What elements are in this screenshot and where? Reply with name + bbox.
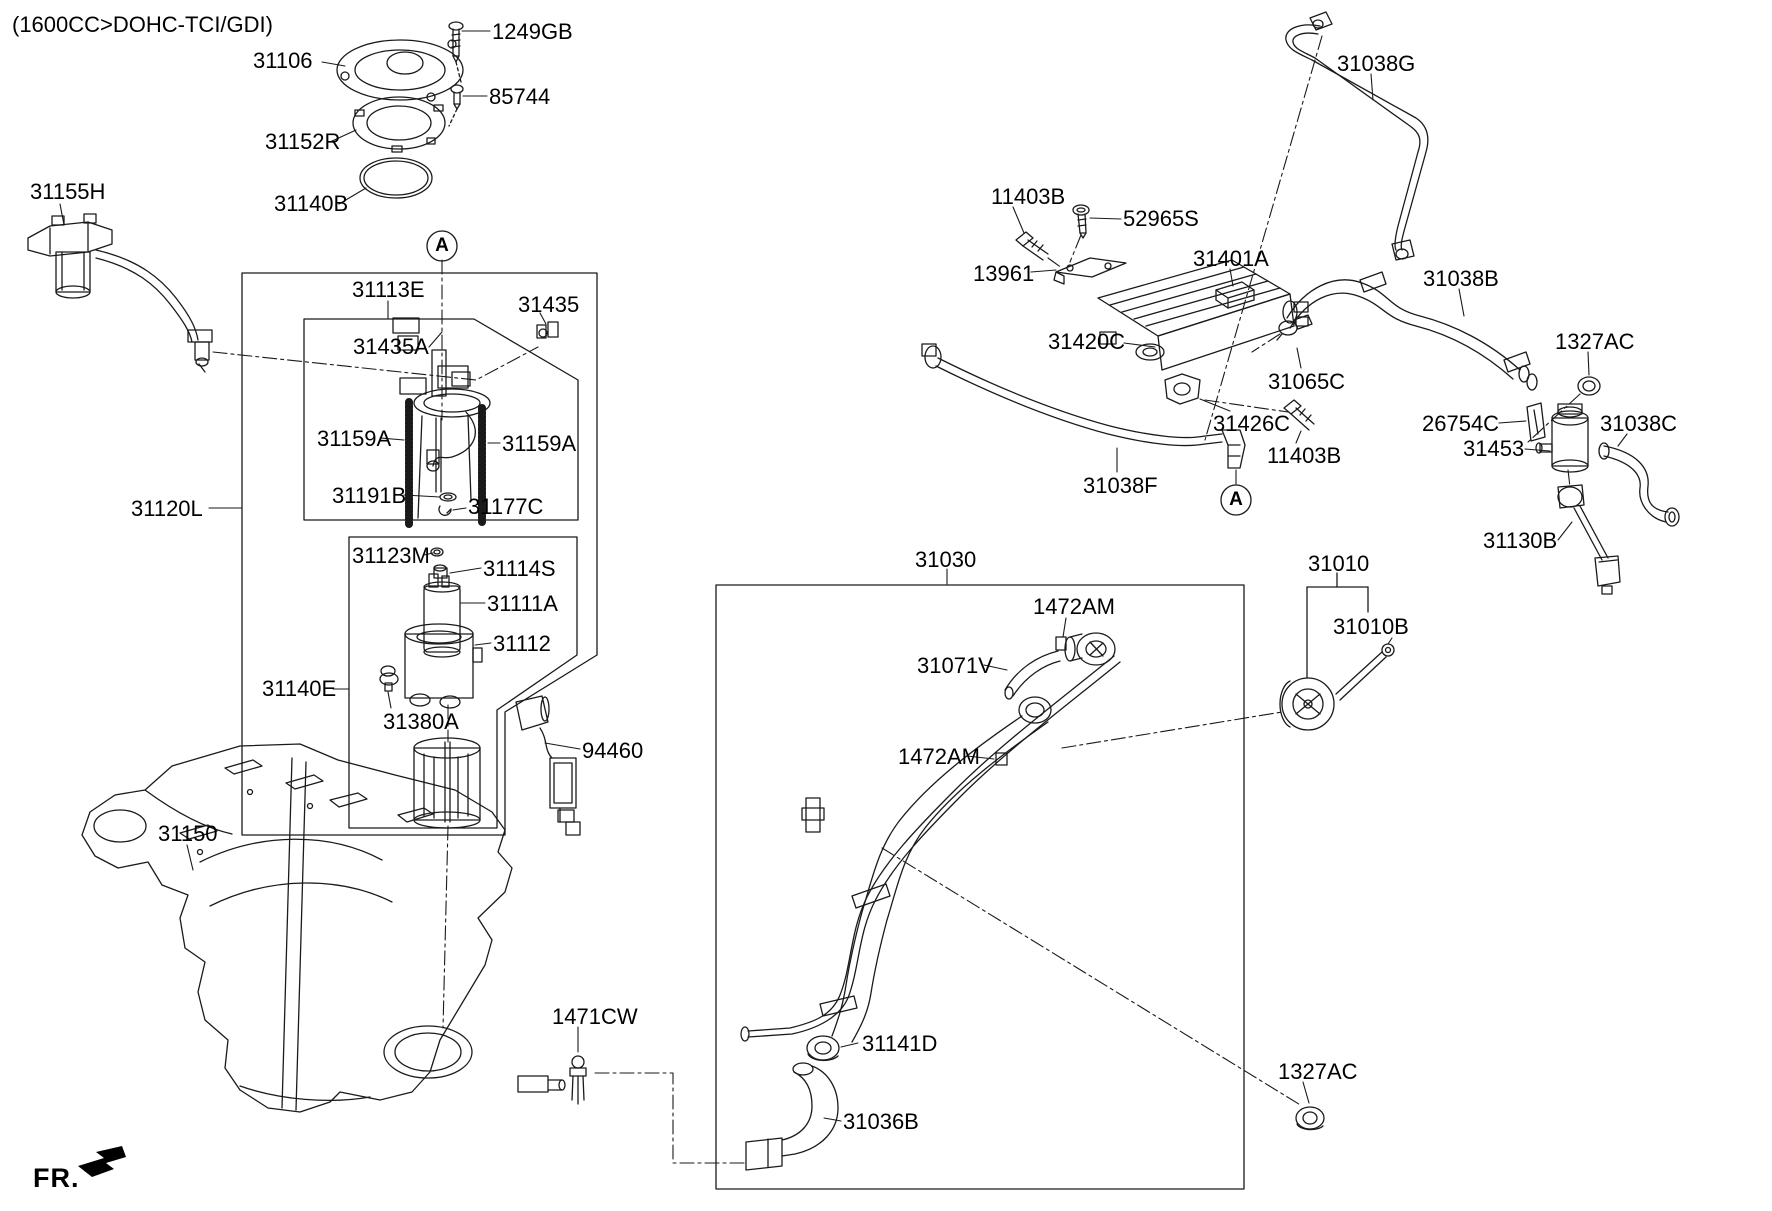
fuel-pump-plate-group bbox=[336, 21, 464, 199]
part-label-31177C: 31177C bbox=[468, 494, 544, 519]
part-label-31113E: 31113E bbox=[352, 277, 425, 302]
part-label-31159A-right: 31159A bbox=[502, 431, 577, 456]
pin-1471CW-group bbox=[569, 1055, 587, 1105]
box-31030 bbox=[715, 584, 1245, 1190]
part-label-1471CW: 1471CW bbox=[552, 1004, 638, 1029]
group-box-31140E bbox=[348, 536, 578, 829]
vapor-hoses-group bbox=[1285, 11, 1680, 1131]
group-box-31113E bbox=[303, 318, 579, 521]
pump-module-lower-group bbox=[379, 547, 483, 829]
part-label-31435A: 31435A bbox=[353, 334, 429, 359]
filler-neck-group bbox=[740, 632, 1121, 1171]
box-31113E bbox=[303, 318, 579, 521]
pump-module-upper-group bbox=[392, 317, 559, 528]
part-label-31152R: 31152R bbox=[265, 129, 341, 154]
part-label-31038G: 31038G bbox=[1337, 51, 1416, 76]
part-label-1472AM-lower: 1472AM bbox=[898, 744, 980, 769]
part-label-31112: 31112 bbox=[493, 631, 551, 656]
fr-arrow-icon bbox=[78, 1146, 126, 1177]
leader-lines bbox=[59, 30, 1628, 1122]
part-label-31150: 31150 bbox=[158, 821, 218, 846]
group-box-31030 bbox=[715, 584, 1245, 1190]
part-label-85744: 85744 bbox=[489, 84, 551, 109]
tank-outline bbox=[81, 743, 513, 1113]
part-label-94460: 94460 bbox=[582, 738, 644, 763]
part-label-31140B: 31140B bbox=[274, 191, 349, 216]
view-marker-a-left: A bbox=[435, 235, 449, 256]
view-marker-circle-right bbox=[1220, 484, 1252, 516]
box-31140E bbox=[348, 536, 578, 829]
part-label-1249GB: 1249GB bbox=[492, 19, 573, 44]
part-label-31036B: 31036B bbox=[843, 1109, 919, 1134]
view-marker-a-right: A bbox=[1229, 489, 1243, 510]
fr-direction-arrow bbox=[78, 1146, 126, 1177]
part-label-31426C: 31426C bbox=[1213, 411, 1291, 436]
part-label-31191B: 31191B bbox=[332, 483, 407, 508]
part-label-31111A: 31111A bbox=[487, 591, 558, 616]
part-label-31071V: 31071V bbox=[917, 653, 993, 678]
fr-direction-label: FR. bbox=[33, 1163, 80, 1193]
part-label-31038C: 31038C bbox=[1600, 411, 1678, 436]
group-box-31120L bbox=[241, 272, 598, 836]
part-label-31159A-left: 31159A bbox=[317, 426, 392, 451]
part-label-31106: 31106 bbox=[253, 48, 313, 73]
part-label-31010: 31010 bbox=[1308, 551, 1370, 576]
part-label-31130B: 31130B bbox=[1483, 528, 1558, 553]
valve-31155H-group bbox=[27, 213, 213, 373]
part-label-31420C: 31420C bbox=[1048, 329, 1126, 354]
part-label-11403B-lower: 11403B bbox=[1267, 443, 1342, 468]
part-label-31114S: 31114S bbox=[483, 556, 556, 581]
part-label-31435: 31435 bbox=[518, 292, 580, 317]
part-label-31010B: 31010B bbox=[1333, 614, 1409, 639]
fuel-tank-group bbox=[81, 743, 566, 1113]
part-label-31038F: 31038F bbox=[1083, 473, 1158, 498]
diagram-title: (1600CC>DOHC-TCI/GDI) bbox=[12, 12, 273, 37]
part-label-31380A: 31380A bbox=[383, 709, 459, 734]
fuel-cap-group bbox=[1279, 572, 1395, 731]
part-label-1472AM-upper: 1472AM bbox=[1033, 594, 1115, 619]
part-label-31123M: 31123M bbox=[352, 543, 430, 568]
part-label-31155H: 31155H bbox=[30, 179, 106, 204]
part-label-11403B-upper: 11403B bbox=[991, 184, 1066, 209]
part-label-1327AC-upper: 1327AC bbox=[1555, 329, 1635, 354]
canister-group bbox=[921, 204, 1315, 469]
part-label-31038B: 31038B bbox=[1423, 266, 1499, 291]
part-label-1327AC-lower: 1327AC bbox=[1278, 1059, 1358, 1084]
part-label-26754C: 26754C bbox=[1422, 411, 1500, 436]
part-label-31120L: 31120L bbox=[131, 496, 203, 521]
part-label-31141D: 31141D bbox=[862, 1031, 938, 1056]
construction-lines bbox=[212, 35, 1581, 1164]
part-label-31401A: 31401A bbox=[1193, 246, 1269, 271]
part-label-13961: 13961 bbox=[973, 261, 1035, 286]
part-label-52965S: 52965S bbox=[1123, 206, 1199, 231]
fuel-sender-94460-group bbox=[515, 695, 581, 836]
box-31120L bbox=[241, 272, 598, 836]
part-label-31030: 31030 bbox=[915, 547, 977, 572]
part-label-31140E: 31140E bbox=[262, 676, 337, 701]
part-label-31065C: 31065C bbox=[1268, 369, 1346, 394]
part-label-31453: 31453 bbox=[1463, 436, 1525, 461]
